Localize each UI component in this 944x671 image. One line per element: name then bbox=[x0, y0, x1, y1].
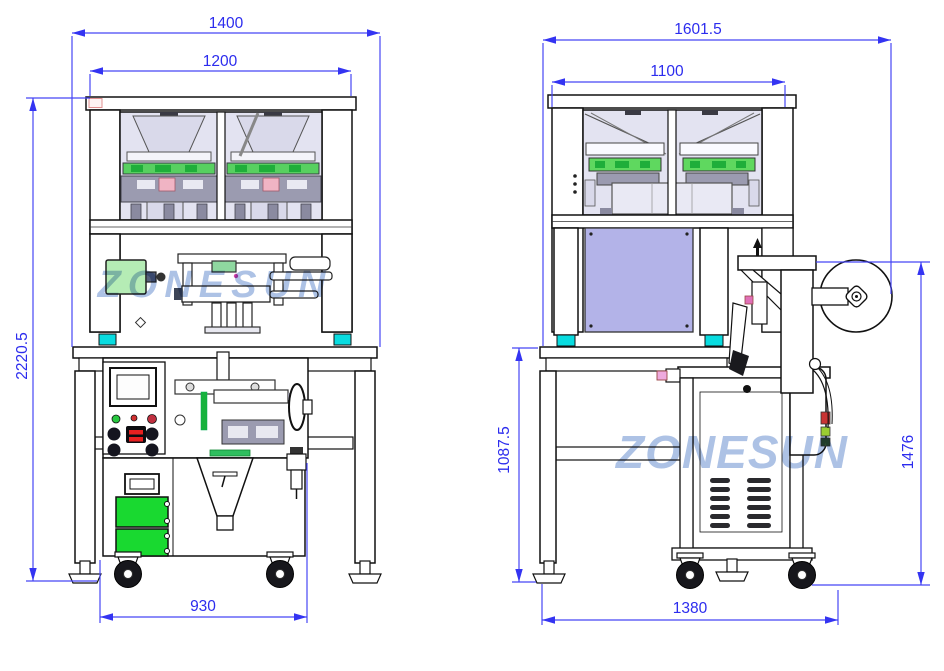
dim-overall-depth: 1601.5 bbox=[674, 21, 721, 38]
pad-cyan bbox=[556, 334, 576, 347]
vent-slats bbox=[710, 478, 771, 528]
indicator-red bbox=[820, 411, 831, 425]
control-panel bbox=[102, 361, 166, 457]
dim-frame-width: 1200 bbox=[203, 53, 238, 70]
front-dimensions bbox=[26, 29, 381, 623]
dim-labeler-height: 1476 bbox=[900, 435, 917, 469]
front-seal-mechanism bbox=[105, 253, 333, 334]
purple-panel bbox=[584, 227, 694, 333]
stop-button bbox=[130, 414, 138, 422]
film-roll-unit bbox=[728, 238, 893, 429]
pad-cyan bbox=[98, 333, 117, 346]
dim-frame-depth: 1100 bbox=[650, 63, 684, 80]
leveling-foot bbox=[715, 558, 749, 582]
knob bbox=[107, 443, 121, 457]
knob bbox=[145, 443, 159, 457]
caster-wheel bbox=[113, 551, 143, 589]
front-view: ZONESUN 1400 1200 2220.5 930 bbox=[14, 15, 382, 623]
pad-cyan bbox=[704, 334, 724, 347]
corner-label bbox=[88, 98, 103, 108]
side-dimensions bbox=[512, 36, 930, 625]
knob bbox=[107, 427, 121, 441]
knob bbox=[743, 385, 751, 393]
side-cabinet bbox=[547, 94, 797, 336]
front-bagger bbox=[102, 351, 313, 459]
leveling-foot bbox=[68, 560, 102, 584]
caster-wheel bbox=[675, 552, 705, 590]
estop-button bbox=[147, 414, 157, 424]
dim-overall-width: 1400 bbox=[209, 15, 244, 32]
forming-unit bbox=[174, 351, 298, 457]
fill-tube bbox=[216, 111, 226, 221]
leveling-foot bbox=[532, 560, 566, 584]
caster-wheel bbox=[787, 552, 817, 590]
nozzle-tip bbox=[656, 370, 668, 381]
leveling-foot bbox=[348, 560, 382, 584]
caster-wheel bbox=[265, 551, 295, 589]
start-button bbox=[111, 414, 121, 424]
air-filter bbox=[286, 447, 307, 499]
watermark-side: ZONESUN bbox=[614, 426, 848, 478]
dim-base-depth: 1380 bbox=[673, 600, 708, 617]
indicator-green bbox=[820, 426, 831, 437]
dim-base-width: 930 bbox=[190, 598, 216, 615]
front-lower-cabinet bbox=[102, 447, 307, 589]
green-door-top bbox=[115, 496, 169, 528]
dim-worktable-height: 1087.5 bbox=[496, 426, 513, 473]
pad-cyan bbox=[333, 333, 352, 346]
watermark-front: ZONESUN bbox=[97, 264, 333, 306]
side-window-interior bbox=[584, 110, 761, 215]
dim-overall-height: 2220.5 bbox=[14, 332, 31, 379]
front-cabinet bbox=[85, 96, 357, 333]
knob bbox=[145, 427, 159, 441]
side-view: ZONESUN 1601.5 1100 1087.5 1476 1380 bbox=[496, 21, 930, 625]
